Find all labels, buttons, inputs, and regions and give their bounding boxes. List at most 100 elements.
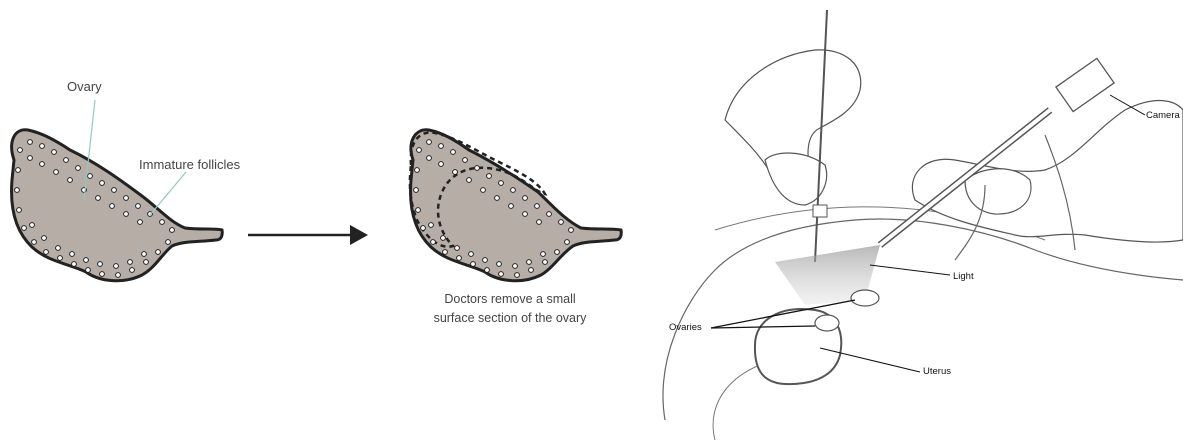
follicle xyxy=(116,273,121,278)
follicle xyxy=(523,212,528,217)
follicle xyxy=(72,262,77,267)
follicle xyxy=(15,188,20,193)
follicle xyxy=(527,260,532,265)
ovary-before-svg xyxy=(0,0,240,300)
follicle xyxy=(112,188,117,193)
follicle xyxy=(130,268,135,273)
follicle xyxy=(487,174,492,179)
follicle xyxy=(138,220,143,225)
follicle xyxy=(541,252,546,257)
follicle xyxy=(515,273,520,278)
follicle xyxy=(523,196,528,201)
ovary-label: Ovary xyxy=(67,79,102,94)
follicle xyxy=(485,268,490,273)
follicle xyxy=(441,236,446,241)
follicle xyxy=(499,181,504,186)
follicle xyxy=(559,220,564,225)
follicle xyxy=(70,252,75,257)
follicle xyxy=(128,260,133,265)
follicle xyxy=(439,162,444,167)
follicle xyxy=(555,250,560,255)
follicle xyxy=(32,240,37,245)
follicle xyxy=(469,252,474,257)
follicle xyxy=(463,158,468,163)
follicle xyxy=(98,262,103,267)
follicle xyxy=(40,162,45,167)
follicle xyxy=(543,260,548,265)
follicle xyxy=(124,212,129,217)
follicle xyxy=(86,268,91,273)
follicle xyxy=(44,250,49,255)
follicle xyxy=(124,196,129,201)
follicle xyxy=(509,204,514,209)
follicle xyxy=(455,246,460,251)
follicle xyxy=(144,260,149,265)
procedure-caption: Doctors remove a small surface section o… xyxy=(395,290,625,328)
follicle xyxy=(481,188,486,193)
follicle xyxy=(84,258,89,263)
follicle xyxy=(88,174,93,179)
follicles-leader-line xyxy=(150,172,186,215)
follicle xyxy=(427,140,432,145)
light-leader-line xyxy=(870,265,950,275)
follicle xyxy=(443,250,448,255)
follicle xyxy=(416,208,421,213)
ovary-after-svg xyxy=(395,0,635,300)
follicle xyxy=(499,272,504,277)
camera-label: Camera xyxy=(1146,110,1180,121)
follicle xyxy=(16,168,21,173)
ovary-shape-after xyxy=(411,130,622,281)
follicle xyxy=(417,148,422,153)
follicle xyxy=(471,262,476,267)
follicle xyxy=(451,150,456,155)
follicle xyxy=(42,236,47,241)
follicle xyxy=(427,156,432,161)
ovary-after-figure: Doctors remove a small surface section o… xyxy=(395,0,635,340)
follicle xyxy=(453,170,458,175)
follicle xyxy=(110,204,115,209)
camera-body xyxy=(1056,58,1114,111)
ovary-lower xyxy=(815,315,839,331)
follicle xyxy=(170,228,175,233)
follicle xyxy=(495,196,500,201)
follicle xyxy=(76,166,81,171)
follicle xyxy=(415,168,420,173)
follicle xyxy=(160,220,165,225)
follicle xyxy=(18,148,23,153)
laparoscopy-illustration: Camera Light Ovaries Uterus xyxy=(655,0,1183,442)
light-label: Light xyxy=(953,271,974,282)
follicle xyxy=(429,223,434,228)
ovary-shape-before xyxy=(12,130,223,281)
ovary-upper xyxy=(851,290,879,306)
arrow-head xyxy=(350,225,368,245)
follicle xyxy=(421,226,426,231)
body-outline xyxy=(663,219,1183,420)
follicle xyxy=(535,204,540,209)
follicle xyxy=(136,204,141,209)
ovary-before-figure: Ovary Immature follicles xyxy=(0,0,240,300)
follicle xyxy=(28,156,33,161)
follicle xyxy=(40,144,45,149)
follicle xyxy=(52,150,57,155)
laparoscopy-svg xyxy=(655,0,1183,442)
follicle xyxy=(58,256,63,261)
follicle xyxy=(511,188,516,193)
follicle xyxy=(96,196,101,201)
follicle xyxy=(142,252,147,257)
follicle xyxy=(547,212,552,217)
follicle xyxy=(28,140,33,145)
surgeon-arm-right xyxy=(912,101,1183,243)
follicle xyxy=(565,240,570,245)
needle-collar xyxy=(813,205,827,217)
follicle xyxy=(497,262,502,267)
caption-line-1: Doctors remove a small xyxy=(395,290,625,309)
immature-follicles-label: Immature follicles xyxy=(139,157,240,172)
follicle xyxy=(17,208,22,213)
follicle xyxy=(64,158,69,163)
follicle xyxy=(54,170,59,175)
follicle xyxy=(439,144,444,149)
caption-line-2: surface section of the ovary xyxy=(395,309,625,328)
follicle xyxy=(483,258,488,263)
follicle xyxy=(56,246,61,251)
follicle xyxy=(513,264,518,269)
